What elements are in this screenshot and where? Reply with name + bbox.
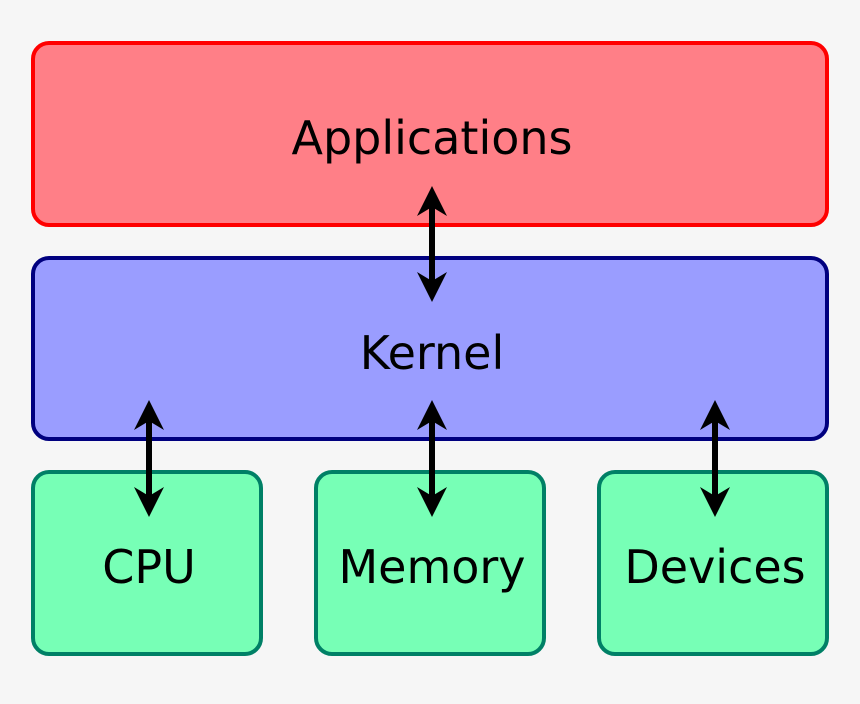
applications-box: Applications (31, 41, 829, 227)
devices-box: Devices (597, 470, 829, 656)
memory-box: Memory (314, 470, 546, 656)
devices-label: Devices (624, 540, 805, 594)
applications-label: Applications (292, 111, 573, 165)
cpu-box: CPU (31, 470, 263, 656)
kernel-label: Kernel (360, 326, 505, 380)
cpu-label: CPU (102, 540, 196, 594)
memory-label: Memory (338, 540, 525, 594)
